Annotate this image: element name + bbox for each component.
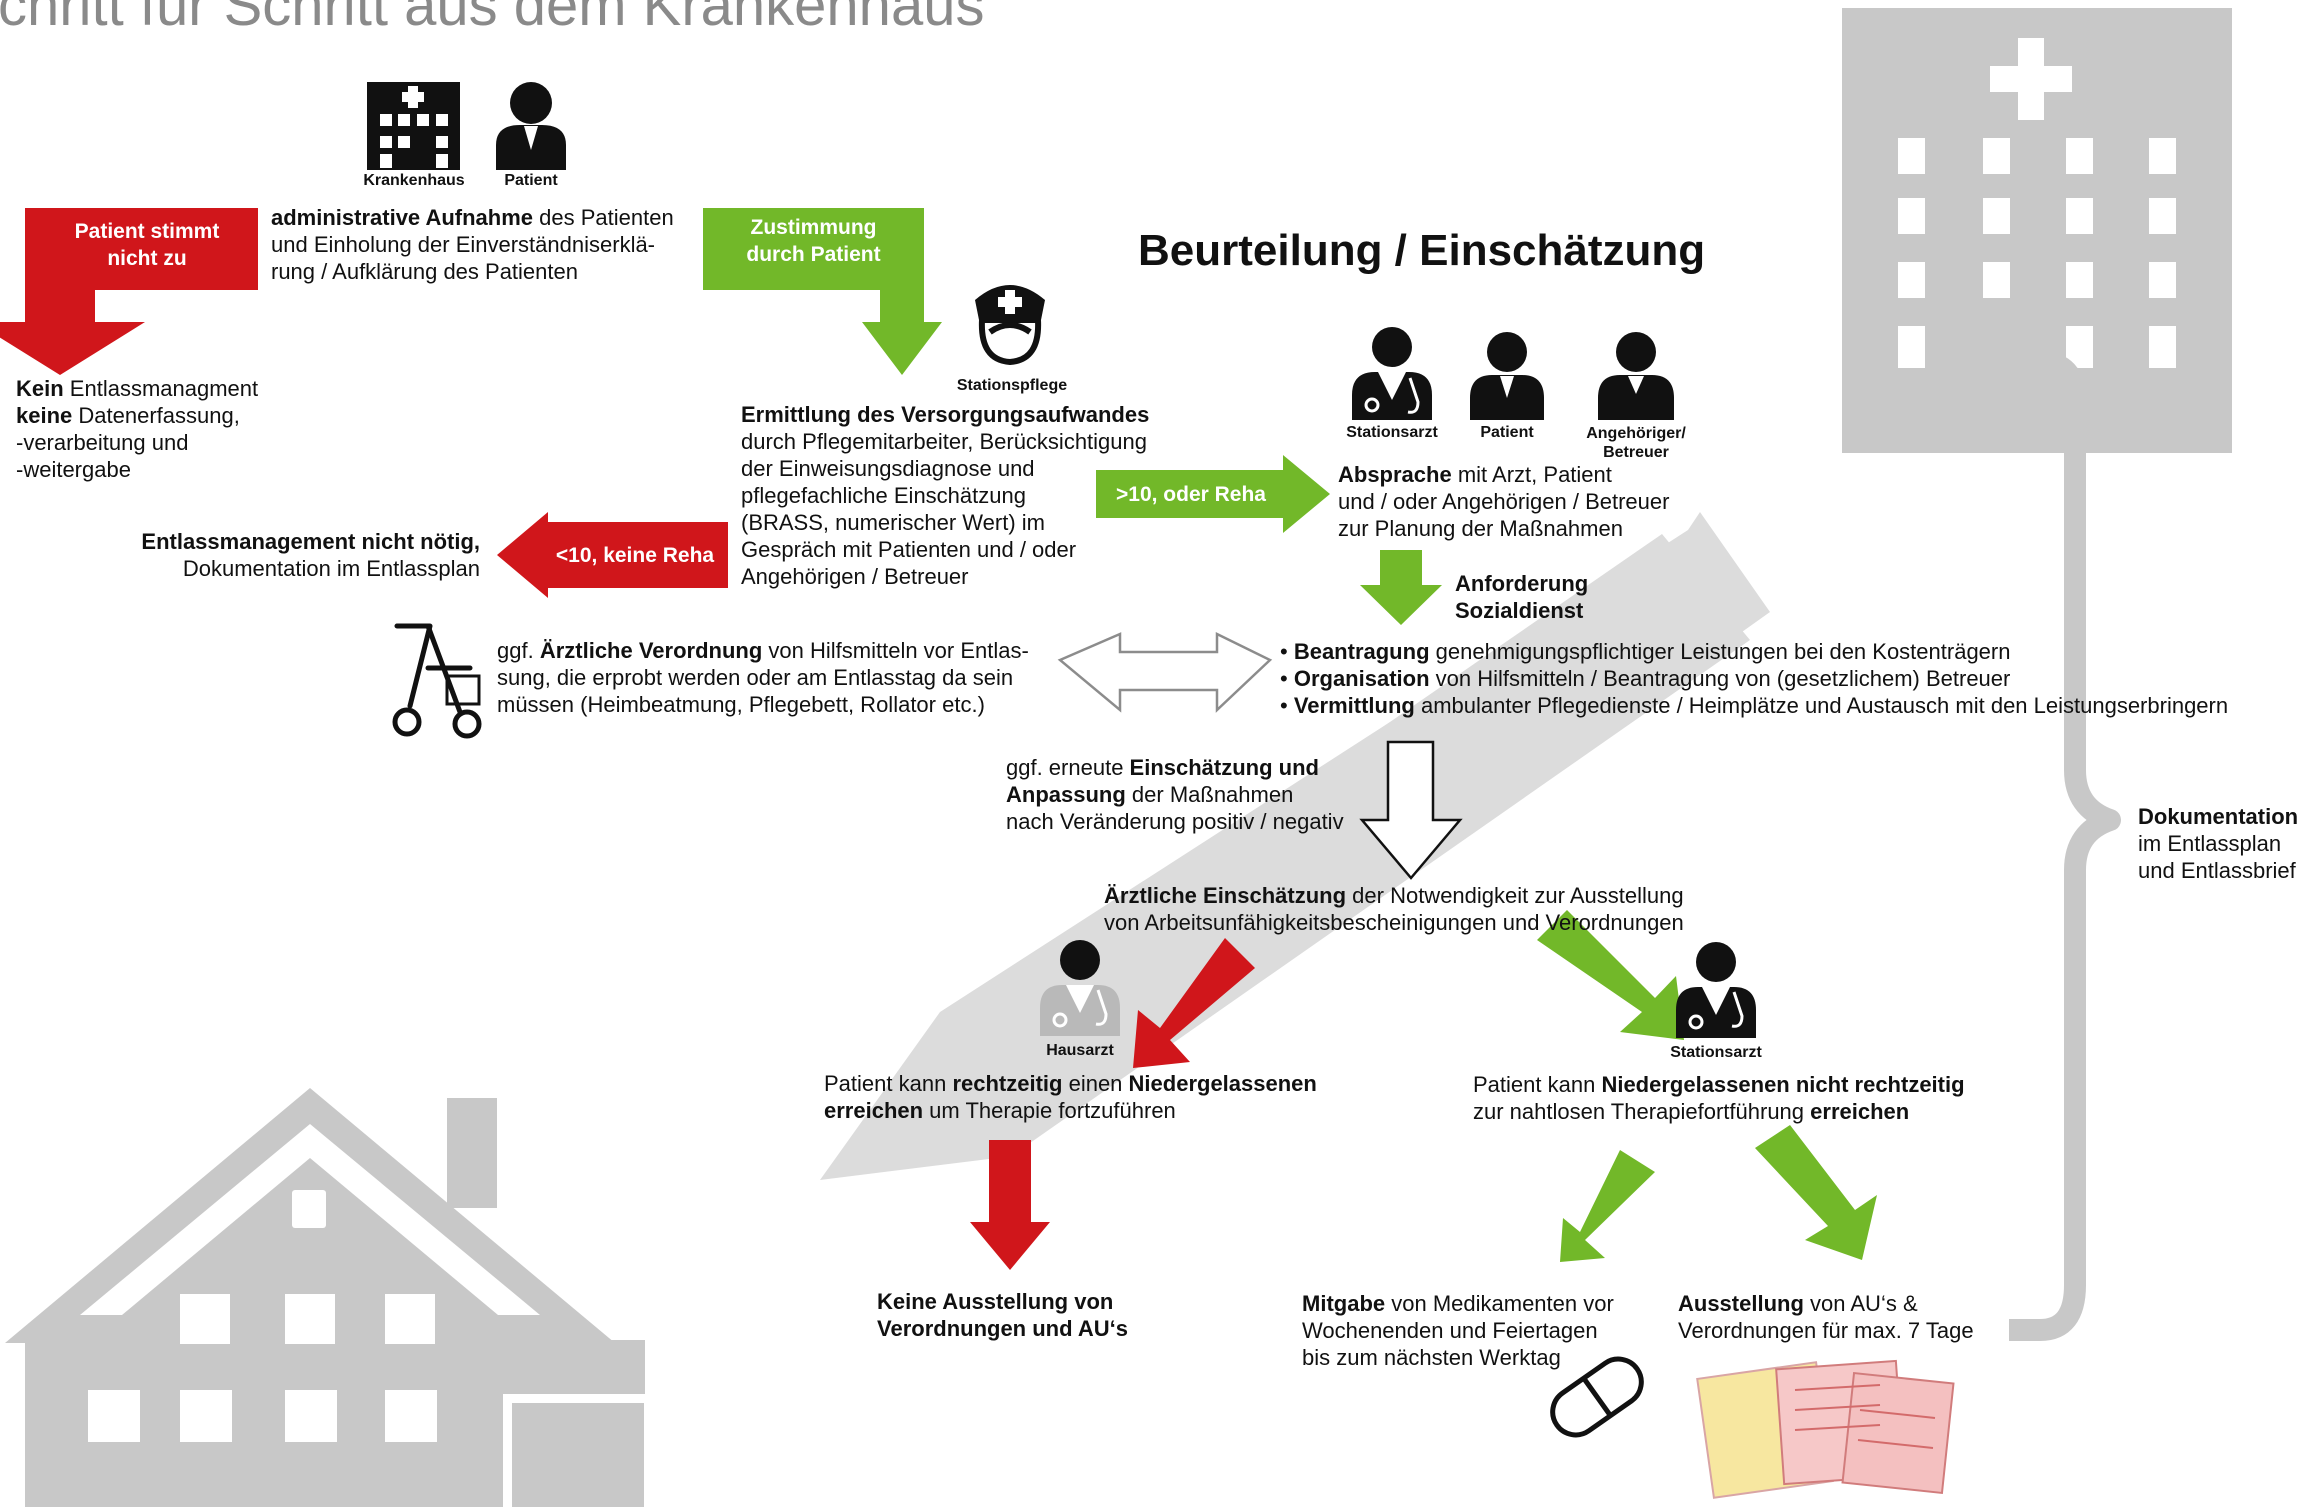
medical-assessment-text: Ärztliche Einschätzung der Notwendigkeit… <box>1104 883 1684 935</box>
social-service-text: Anforderung Sozialdienst <box>1455 571 1589 623</box>
documentation-text: Dokumentation im Entlassplan und Entlass… <box>2138 804 2299 883</box>
nurse-icon <box>975 285 1045 366</box>
gp-icon-label: Hausarzt <box>1046 1042 1114 1059</box>
high-score-label: >10, oder Reha <box>1116 483 1266 506</box>
consent-arrow-label: Zustimmung durch Patient <box>746 216 881 266</box>
medication-arrow <box>1560 1150 1655 1262</box>
refuse-arrow <box>0 208 258 375</box>
gp-icon <box>1040 940 1120 1036</box>
issue-arrow <box>1755 1125 1877 1260</box>
reach-in-time-text: Patient kann rechtzeitig einen Niedergel… <box>824 1071 1317 1123</box>
relative-icon-label: Angehöriger/ Betreuer <box>1586 425 1686 461</box>
social-tasks-list: • Beantragung genehmigungspflichtiger Le… <box>1280 638 2228 719</box>
ward-doctor-2-icon <box>1676 942 1756 1038</box>
ward-doctor-icon-label: Stationsarzt <box>1346 424 1438 441</box>
issue-text: Ausstellung von AU‘s & Verordnungen für … <box>1678 1291 1974 1343</box>
ward-doctor-2-icon-label: Stationsarzt <box>1670 1044 1762 1061</box>
consent-arrow <box>703 208 942 375</box>
reassess-down-arrow <box>1359 740 1463 880</box>
relative-icon <box>1598 332 1674 420</box>
refuse-arrow-label: Patient stimmt nicht zu <box>74 220 220 270</box>
hospital-icon-label: Krankenhaus <box>363 172 465 189</box>
to-ward-doctor-arrow <box>1537 910 1684 1040</box>
patient-mid-icon <box>1470 332 1544 420</box>
page-title: chritt für Schritt aus dem Krankenhaus <box>0 0 985 38</box>
no-issue-arrow <box>970 1140 1050 1270</box>
agreement-text: Absprache mit Arzt, Patient und / oder A… <box>1338 462 1670 541</box>
reassess-text: ggf. erneute Einschätzung und Anpassung … <box>1006 755 1344 834</box>
ward-doctor-icon <box>1352 327 1432 420</box>
pill-icon <box>1550 1356 1644 1438</box>
low-score-label: <10, keine Reha <box>555 544 715 567</box>
list-item: • Organisation von Hilfsmitteln / Beantr… <box>1280 666 2011 691</box>
aids-text: ggf. Ärztliche Verordnung von Hilfsmitte… <box>497 638 1029 717</box>
not-in-time-text: Patient kann Niedergelassenen nicht rech… <box>1473 1072 1965 1124</box>
section-heading: Beurteilung / Einschätzung <box>1138 226 1706 275</box>
low-score-arrow <box>497 512 728 598</box>
list-item: • Vermittlung ambulanter Pflegedienste /… <box>1280 693 2229 718</box>
rollator-icon <box>392 623 482 739</box>
house-icon <box>5 1088 653 1507</box>
no-discharge-text: Kein Entlassmanagment keine Datenerfassu… <box>16 376 259 482</box>
patient-top-icon <box>496 82 566 170</box>
no-issue-text: Keine Ausstellung von Verordnungen und A… <box>877 1289 1128 1341</box>
medication-text: Mitgabe von Medikamenten vor Wochenenden… <box>1302 1291 1614 1370</box>
hospital-building-icon <box>1842 8 2232 453</box>
double-arrow <box>1057 631 1273 713</box>
patient-mid-icon-label: Patient <box>1480 424 1534 441</box>
social-service-arrow <box>1360 550 1442 625</box>
hospital-small-icon <box>367 82 460 170</box>
list-item: • Beantragung genehmigungspflichtiger Le… <box>1280 639 2011 664</box>
forms-icon <box>1696 1359 1955 1499</box>
not-needed-text: Entlassmanagement nicht nötig, Dokumenta… <box>141 529 480 581</box>
patient-icon-label: Patient <box>504 172 558 189</box>
nurse-icon-label: Stationspflege <box>956 377 1068 394</box>
high-score-arrow <box>1096 455 1330 533</box>
to-gp-arrow <box>1133 938 1255 1068</box>
care-effort-text: Ermittlung des Versorgungsaufwandes durc… <box>741 402 1150 589</box>
admission-text: administrative Aufnahme des Patienten un… <box>271 205 674 284</box>
documentation-brace <box>2009 351 2121 1341</box>
